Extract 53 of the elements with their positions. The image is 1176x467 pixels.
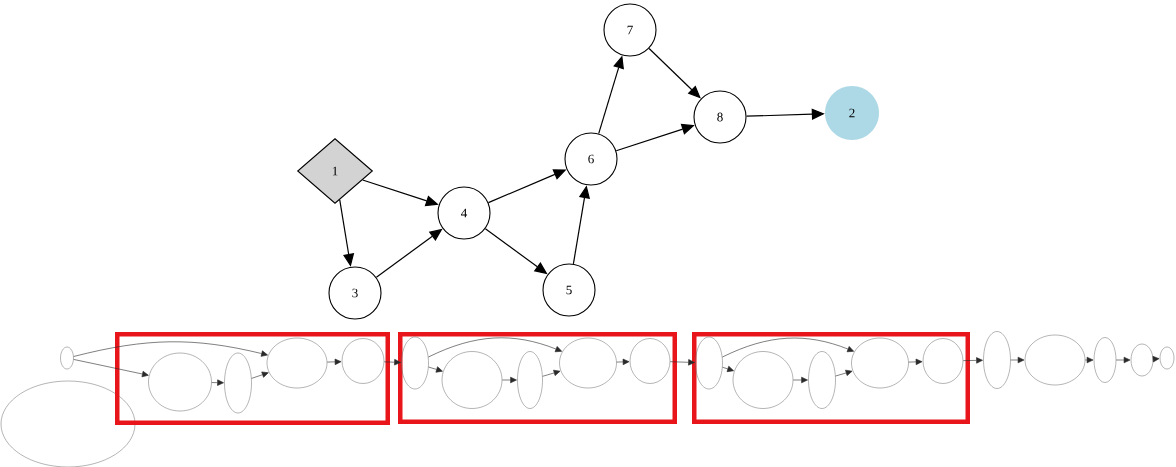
ellipse-node [60, 346, 74, 370]
arrow [1010, 356, 1025, 364]
arrow [326, 358, 342, 365]
arrow [722, 365, 734, 372]
arrow [73, 359, 149, 378]
arrow [501, 376, 517, 384]
ellipse-node [732, 351, 794, 409]
ellipse-node [695, 336, 723, 390]
circle-node: 7 [603, 3, 657, 57]
arrow [1115, 356, 1131, 364]
highlight-frame [115, 332, 390, 425]
arrow [908, 358, 923, 365]
highlight-frame [692, 332, 970, 424]
ellipse-node [1159, 346, 1175, 370]
circle-node: 3 [328, 266, 382, 320]
arrow [73, 341, 268, 357]
ellipse-node [224, 352, 252, 414]
arrow [835, 369, 853, 377]
ellipse-node [1130, 343, 1154, 377]
arrow [383, 359, 401, 366]
ellipse-node [629, 338, 671, 384]
ellipse-node [266, 337, 328, 389]
arrow [669, 359, 695, 366]
ellipse-node [983, 331, 1011, 389]
arrow [792, 376, 808, 384]
circle-node: 6 [564, 132, 618, 186]
arrow [428, 337, 562, 358]
arrow [1084, 356, 1094, 364]
arrow [962, 357, 983, 364]
circle-node: 8 [693, 90, 747, 144]
ellipse-node [922, 338, 964, 384]
ellipse-node [517, 351, 543, 409]
ellipse-node [1093, 337, 1117, 383]
ellipse-node [401, 336, 429, 390]
ellipse-node [1024, 334, 1086, 386]
arrow [616, 358, 630, 366]
arrow [722, 337, 854, 358]
arrow [428, 366, 443, 373]
ellipse-node [148, 352, 212, 412]
arrow [1152, 355, 1160, 363]
arrow [251, 371, 269, 379]
circle-node: 4 [437, 186, 491, 240]
arrow [542, 369, 561, 377]
circle-node: 2 [825, 86, 879, 140]
ellipse-node [851, 337, 909, 389]
highlight-frame [398, 332, 677, 424]
ellipse-node [808, 351, 836, 409]
ellipse-node [341, 338, 385, 384]
circle-node: 5 [542, 263, 596, 317]
ellipse-node [559, 337, 617, 389]
ellipse-node [441, 351, 503, 409]
arrow [648, 47, 701, 99]
arrow [211, 379, 224, 386]
